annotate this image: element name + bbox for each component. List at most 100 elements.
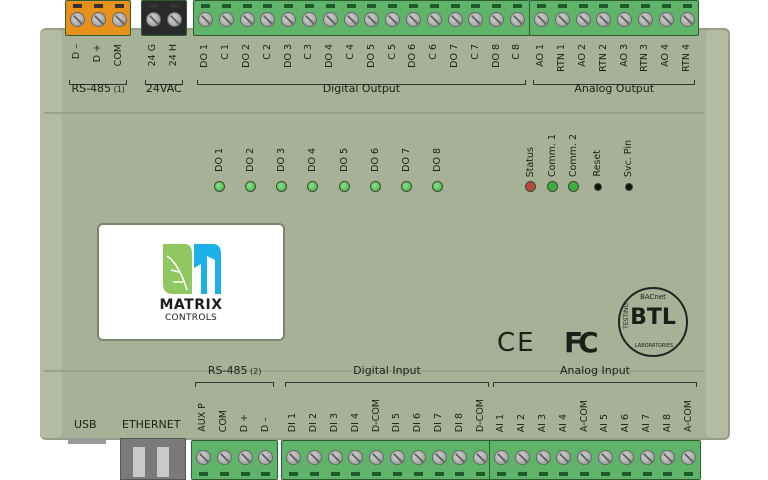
usb-port[interactable] xyxy=(68,438,106,444)
analog-output-screw-2[interactable] xyxy=(554,12,570,27)
digital-output-slot-12 xyxy=(429,4,439,8)
digital-input-screw-3[interactable] xyxy=(327,450,343,465)
analog-input-slot-4 xyxy=(559,472,569,476)
analog-input-pin-label: AI 3 xyxy=(537,413,548,432)
rs485-2-screw-1[interactable] xyxy=(195,450,211,465)
led-label-do6: DO 6 xyxy=(370,148,381,172)
button-svcpin[interactable] xyxy=(625,183,633,191)
analog-output-slot-2 xyxy=(557,4,567,8)
analog-output-screw-3[interactable] xyxy=(575,12,591,27)
digital-output-screw-15[interactable] xyxy=(489,12,505,27)
analog-input-screw-8[interactable] xyxy=(639,450,655,465)
digital-output-screw-2[interactable] xyxy=(218,12,234,27)
digital-output-pin-label: DO 7 xyxy=(449,44,460,68)
digital-output-screw-11[interactable] xyxy=(405,12,421,27)
analog-output-pin-label: RTN 4 xyxy=(681,44,692,72)
digital-input-slot-8 xyxy=(434,472,444,476)
rs485-2-screw-3[interactable] xyxy=(237,450,253,465)
digital-input-screw-2[interactable] xyxy=(306,450,322,465)
rs485-1-screw-1[interactable] xyxy=(69,12,85,27)
analog-input-pin-label: AI 1 xyxy=(495,413,507,432)
digital-input-screw-5[interactable] xyxy=(369,450,385,465)
ethernet-label: ETHERNET xyxy=(122,418,181,431)
logo-text-controls: CONTROLS xyxy=(164,313,218,323)
analog-input-screw-6[interactable] xyxy=(597,450,613,465)
digital-output-screw-6[interactable] xyxy=(301,12,317,27)
digital-input-screw-8[interactable] xyxy=(431,450,447,465)
status-label-1: Status xyxy=(525,146,536,177)
digital-output-slot-1 xyxy=(200,4,210,8)
analog-input-bracket xyxy=(493,382,697,387)
analog-input-pin-label: A-COM xyxy=(578,399,590,432)
digital-input-pin-label: DI 5 xyxy=(391,412,403,432)
power-24vac-screw-2[interactable] xyxy=(166,12,182,27)
led-label-do5: DO 5 xyxy=(339,148,350,172)
analog-input-screw-5[interactable] xyxy=(577,450,593,465)
button-reset[interactable] xyxy=(594,183,602,191)
digital-output-slot-13 xyxy=(450,4,460,8)
digital-input-screw-7[interactable] xyxy=(410,450,426,465)
analog-output-slot-1 xyxy=(536,4,546,8)
digital-output-pin-label: DO 6 xyxy=(407,44,419,68)
digital-input-screw-9[interactable] xyxy=(452,450,468,465)
fcc-mark: FC xyxy=(564,326,599,359)
digital-output-pin-label: DO 3 xyxy=(282,44,294,68)
digital-input-screw-6[interactable] xyxy=(389,450,405,465)
analog-input-screw-1[interactable] xyxy=(493,450,509,465)
led-comm1 xyxy=(547,181,558,192)
matrix-logo-mark-icon xyxy=(163,244,221,294)
analog-output-screw-6[interactable] xyxy=(637,12,653,27)
ethernet-port[interactable] xyxy=(120,438,186,480)
analog-input-screw-4[interactable] xyxy=(556,450,572,465)
rs485-1-screw-2[interactable] xyxy=(90,12,106,27)
digital-output-screw-14[interactable] xyxy=(468,12,484,27)
digital-input-screw-4[interactable] xyxy=(348,450,364,465)
btl-ring-left: TESTING xyxy=(623,303,630,329)
led-comm2 xyxy=(568,181,579,192)
digital-output-screw-5[interactable] xyxy=(281,12,297,27)
digital-output-screw-10[interactable] xyxy=(385,12,401,27)
digital-output-screw-12[interactable] xyxy=(426,12,442,27)
analog-input-slot-2 xyxy=(517,472,527,476)
analog-output-slot-4 xyxy=(599,4,609,8)
analog-input-screw-10[interactable] xyxy=(681,450,697,465)
digital-output-screw-9[interactable] xyxy=(364,12,380,27)
digital-output-pin-label: C 1 xyxy=(220,44,232,60)
analog-output-screw-4[interactable] xyxy=(596,12,612,27)
rs485-2-screw-2[interactable] xyxy=(216,450,232,465)
analog-input-screw-3[interactable] xyxy=(535,450,551,465)
analog-input-screw-7[interactable] xyxy=(618,450,634,465)
analog-input-slot-7 xyxy=(621,472,631,476)
rs485-2-slot-4 xyxy=(261,472,271,476)
power-24vac-screw-1[interactable] xyxy=(145,12,161,27)
led-do5 xyxy=(339,181,350,192)
digital-output-pin-label: C 3 xyxy=(303,44,315,60)
analog-output-screw-8[interactable] xyxy=(679,12,695,27)
digital-output-screw-1[interactable] xyxy=(197,12,213,27)
digital-output-slot-14 xyxy=(471,4,481,8)
analog-output-screw-1[interactable] xyxy=(533,12,549,27)
digital-output-screw-3[interactable] xyxy=(239,12,255,27)
analog-input-screw-2[interactable] xyxy=(514,450,530,465)
led-label-do4: DO 4 xyxy=(307,148,318,172)
analog-output-screw-7[interactable] xyxy=(658,12,674,27)
analog-input-title: Analog Input xyxy=(560,364,630,377)
analog-output-screw-5[interactable] xyxy=(617,12,633,27)
digital-output-screw-13[interactable] xyxy=(447,12,463,27)
digital-input-slot-10 xyxy=(476,472,486,476)
digital-input-screw-1[interactable] xyxy=(285,450,301,465)
rs485-1-screw-3[interactable] xyxy=(111,12,127,27)
btl-logo: BACnet BTL TESTING LABORATORIES xyxy=(618,287,688,357)
digital-output-screw-8[interactable] xyxy=(343,12,359,27)
digital-input-bracket xyxy=(285,382,489,387)
analog-output-slot-7 xyxy=(661,4,671,8)
digital-output-slot-10 xyxy=(388,4,398,8)
analog-input-screw-9[interactable] xyxy=(660,450,676,465)
digital-output-pin-label: DO 5 xyxy=(365,44,377,68)
digital-input-screw-10[interactable] xyxy=(473,450,489,465)
digital-output-screw-16[interactable] xyxy=(509,12,525,27)
digital-output-screw-7[interactable] xyxy=(322,12,338,27)
digital-output-screw-4[interactable] xyxy=(260,12,276,27)
rs485-2-pin-label: D + xyxy=(239,413,250,432)
rs485-2-screw-4[interactable] xyxy=(258,450,274,465)
